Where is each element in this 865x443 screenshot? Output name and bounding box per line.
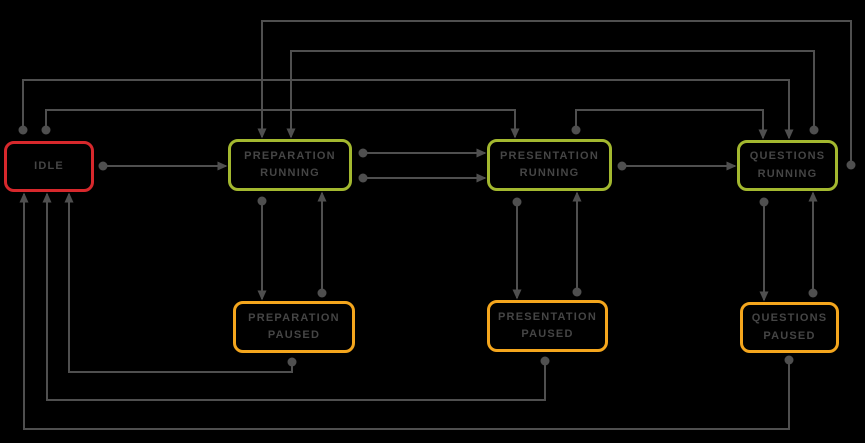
transition-preparation-running-to-preparation-paused: [257, 196, 267, 301]
transition-source-dot: [512, 197, 522, 207]
state-idle: IDLE: [4, 141, 94, 192]
transition-source-dot: [18, 125, 28, 135]
transition-source-dot: [257, 196, 267, 206]
transition-source-dot: [358, 173, 368, 183]
transition-source-dot: [572, 287, 582, 297]
state-questions-paused: QUESTIONS PAUSED: [740, 302, 839, 353]
transition-source-dot: [809, 125, 819, 135]
transition-idle-to-preparation-running: [98, 161, 228, 171]
transition-source-dot: [617, 161, 627, 171]
transition-source-dot: [41, 125, 51, 135]
state-questions-running: QUESTIONS RUNNING: [737, 140, 838, 191]
transition-source-dot: [98, 161, 108, 171]
transition-questions-running-to-preparation-running-1: [286, 50, 819, 139]
transition-source-dot: [759, 197, 769, 207]
state-preparation-running: PREPARATION RUNNING: [228, 139, 352, 191]
transition-idle-to-questions-running: [18, 79, 794, 140]
transition-source-dot: [317, 288, 327, 298]
transition-preparation-paused-to-preparation-running: [317, 191, 327, 298]
state-presentation-running: PRESENTATION RUNNING: [487, 139, 612, 191]
transition-idle-to-presentation-running: [41, 109, 520, 139]
transition-source-dot: [358, 148, 368, 158]
transition-presentation-running-to-questions-running-top: [571, 109, 768, 140]
transition-presentation-running-to-questions-running: [617, 161, 737, 171]
transition-source-dot: [540, 356, 550, 366]
state-preparation-paused: PREPARATION PAUSED: [233, 301, 355, 353]
transition-preparation-running-to-presentation-running-2: [358, 173, 487, 183]
transition-questions-paused-to-questions-running: [808, 191, 818, 298]
transition-questions-paused-to-idle: [19, 192, 794, 430]
transition-source-dot: [287, 357, 297, 367]
transition-source-dot: [846, 160, 856, 170]
transition-preparation-paused-to-idle: [64, 192, 297, 373]
transition-questions-running-to-preparation-running-2: [257, 20, 856, 170]
transition-source-dot: [571, 125, 581, 135]
transition-presentation-paused-to-idle: [42, 192, 550, 401]
transition-source-dot: [808, 288, 818, 298]
transition-questions-running-to-questions-paused: [759, 197, 769, 302]
transition-presentation-running-to-presentation-paused: [512, 197, 522, 300]
state-presentation-paused: PRESENTATION PAUSED: [487, 300, 608, 352]
transition-presentation-paused-to-presentation-running: [572, 191, 582, 297]
transition-source-dot: [784, 355, 794, 365]
transition-preparation-running-to-presentation-running-1: [358, 148, 487, 158]
